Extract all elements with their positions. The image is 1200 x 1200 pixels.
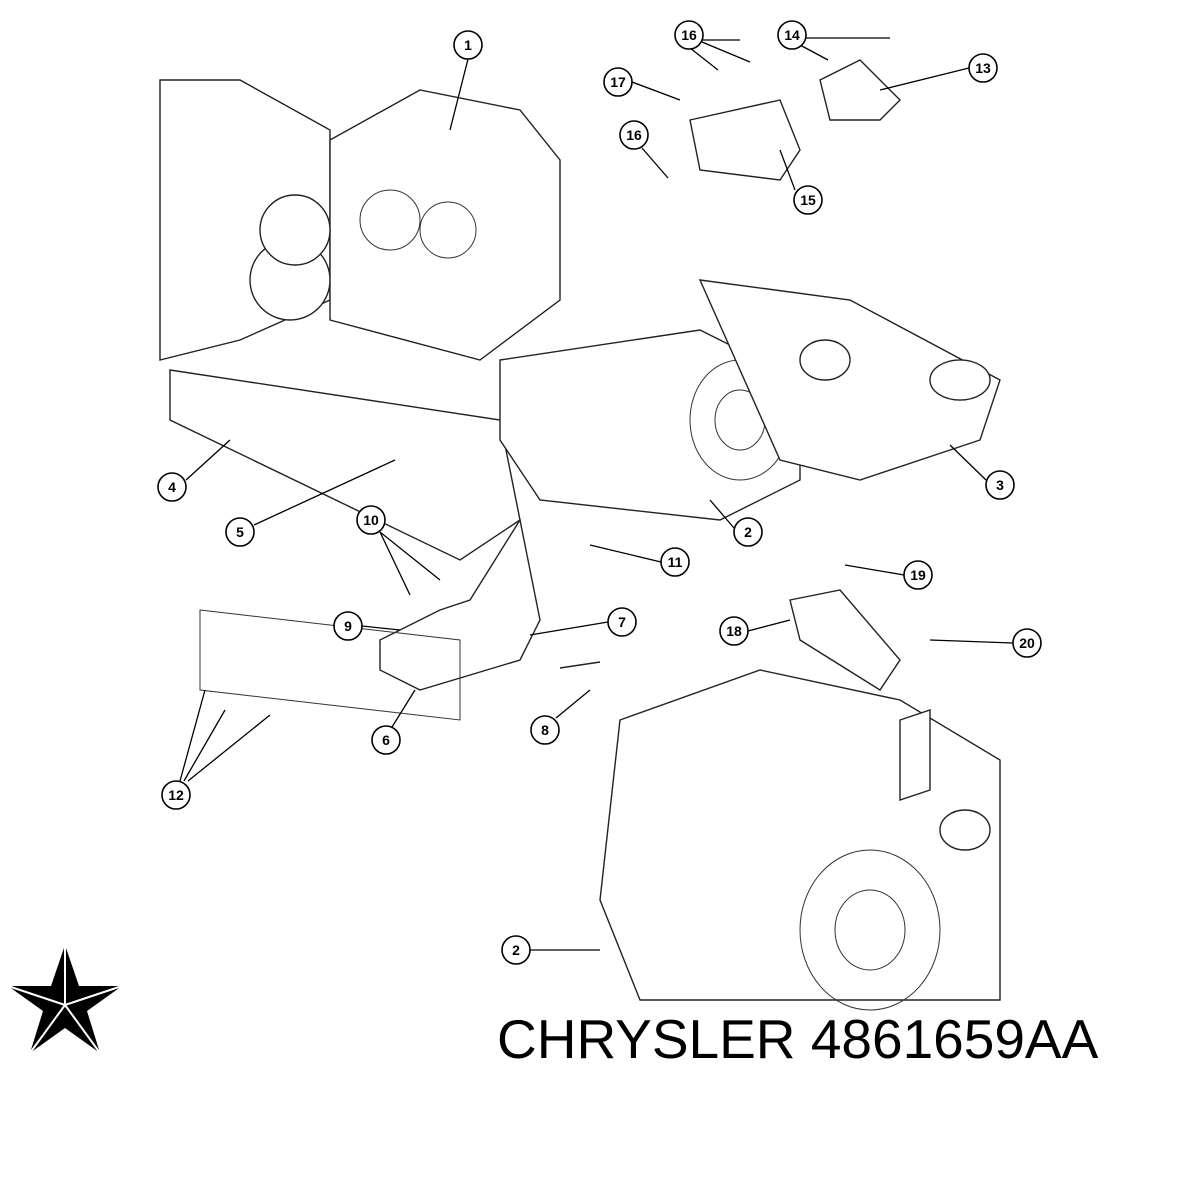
callout-14: 14 bbox=[777, 20, 807, 50]
callout-20: 20 bbox=[1012, 628, 1042, 658]
callout-6: 6 bbox=[371, 725, 401, 755]
part-caption: CHRYSLER 4861659AA bbox=[497, 1012, 1098, 1067]
callout-10: 10 bbox=[356, 505, 386, 535]
svg-text:20: 20 bbox=[1019, 635, 1035, 651]
svg-text:7: 7 bbox=[618, 614, 626, 630]
callout-3: 3 bbox=[985, 470, 1015, 500]
svg-text:4: 4 bbox=[168, 479, 176, 495]
svg-text:16: 16 bbox=[681, 27, 697, 43]
svg-text:9: 9 bbox=[344, 618, 352, 634]
callout-2: 2 bbox=[733, 517, 763, 547]
callout-18: 18 bbox=[719, 616, 749, 646]
callout-12: 12 bbox=[161, 780, 191, 810]
callout-9: 9 bbox=[333, 611, 363, 641]
callout-16: 16 bbox=[674, 20, 704, 50]
callout-5: 5 bbox=[225, 517, 255, 547]
svg-text:8: 8 bbox=[541, 722, 549, 738]
part-number: 4861659AA bbox=[810, 1008, 1099, 1070]
svg-text:18: 18 bbox=[726, 623, 742, 639]
svg-text:2: 2 bbox=[744, 524, 752, 540]
svg-text:3: 3 bbox=[996, 477, 1004, 493]
svg-text:10: 10 bbox=[363, 512, 379, 528]
svg-text:12: 12 bbox=[168, 787, 184, 803]
callout-2b: 2 bbox=[501, 935, 531, 965]
svg-text:19: 19 bbox=[910, 567, 926, 583]
svg-text:11: 11 bbox=[668, 554, 683, 570]
callout-15: 15 bbox=[793, 185, 823, 215]
svg-text:1: 1 bbox=[464, 37, 472, 53]
callout-16b: 16 bbox=[619, 120, 649, 150]
callout-17: 17 bbox=[603, 67, 633, 97]
callout-13: 13 bbox=[968, 53, 998, 83]
callout-11: 11 bbox=[660, 547, 690, 577]
callout-19: 19 bbox=[903, 560, 933, 590]
callout-8: 8 bbox=[530, 715, 560, 745]
svg-text:16: 16 bbox=[626, 127, 642, 143]
callout-1: 1 bbox=[453, 30, 483, 60]
svg-text:5: 5 bbox=[236, 524, 244, 540]
leader-lines bbox=[179, 37, 1014, 951]
callout-4: 4 bbox=[157, 472, 187, 502]
svg-text:15: 15 bbox=[800, 192, 816, 208]
chrysler-pentastar-icon bbox=[7, 945, 123, 1054]
svg-text:6: 6 bbox=[382, 732, 390, 748]
callout-7: 7 bbox=[607, 607, 637, 637]
svg-text:14: 14 bbox=[784, 27, 800, 43]
engine-assembly-art bbox=[159, 59, 1001, 1011]
svg-text:17: 17 bbox=[610, 74, 626, 90]
svg-text:13: 13 bbox=[975, 60, 991, 76]
svg-text:2: 2 bbox=[512, 942, 520, 958]
brand-name: CHRYSLER bbox=[497, 1008, 796, 1070]
